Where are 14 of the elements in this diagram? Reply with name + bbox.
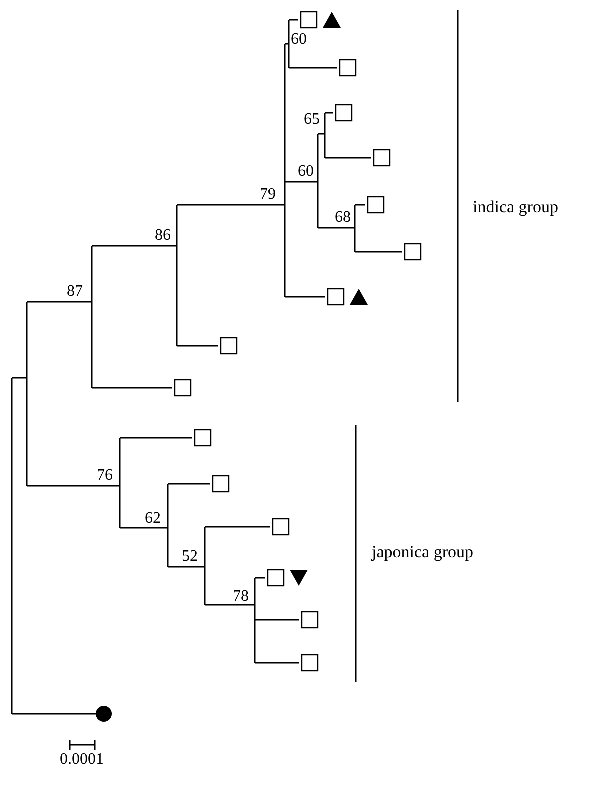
bootstrap-value: 78	[233, 589, 249, 605]
clade-label: japonica group	[372, 544, 474, 560]
scale-label: 0.0001	[60, 752, 104, 768]
bootstrap-value: 79	[260, 187, 276, 203]
bootstrap-value: 60	[291, 32, 307, 48]
bootstrap-value: 87	[67, 284, 83, 300]
bootstrap-value: 76	[97, 468, 113, 484]
bootstrap-value: 86	[155, 228, 171, 244]
bootstrap-value: 52	[182, 549, 198, 565]
clade-label: indica group	[473, 198, 558, 216]
bootstrap-value: 68	[335, 210, 351, 226]
bootstrap-value: 60	[298, 164, 314, 180]
bootstrap-value: 65	[304, 112, 320, 128]
bootstrap-value: 62	[145, 511, 161, 527]
